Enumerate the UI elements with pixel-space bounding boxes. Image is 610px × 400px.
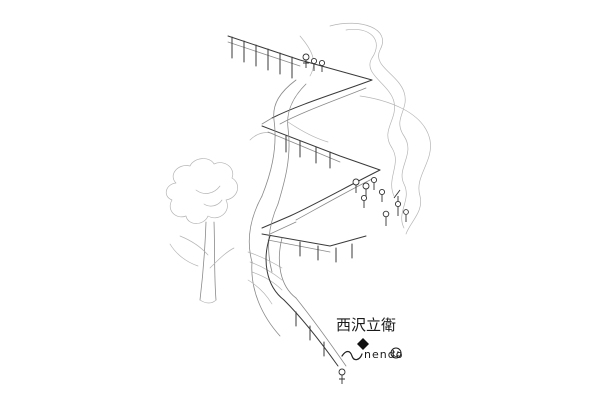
landscape-lines xyxy=(249,22,431,235)
smiley-icon xyxy=(390,347,402,359)
people-figures-middle xyxy=(352,176,409,226)
tree-sketch xyxy=(165,158,239,304)
people-figure-bottom xyxy=(338,368,346,384)
diamond-ink-mark xyxy=(357,338,369,350)
zigzag-walkway xyxy=(227,35,381,367)
signature-nendo: nendo xyxy=(364,348,403,361)
signature-block: 西沢立衛 nendo xyxy=(336,316,403,361)
nendo-flourish xyxy=(341,350,363,361)
people-figures-top xyxy=(302,53,326,72)
signature-japanese: 西沢立衛 xyxy=(336,316,396,334)
